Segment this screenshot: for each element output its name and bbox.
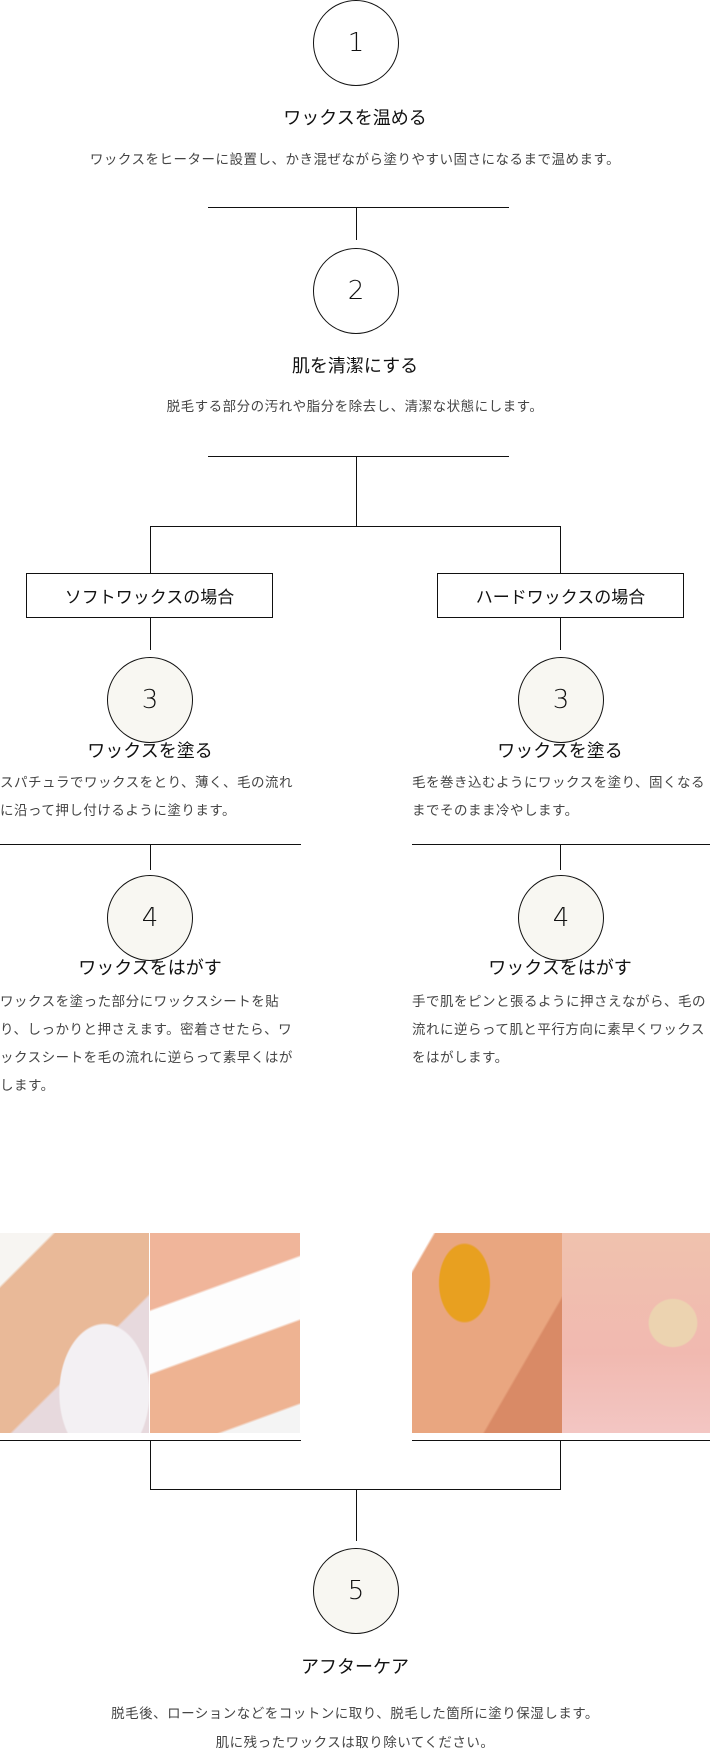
connector [356,1489,357,1541]
soft-step-4-title: ワックスをはがす [78,958,222,979]
hard-wax-photo-lip [562,1233,710,1433]
divider [208,207,509,208]
connector [560,526,561,573]
hard-step-3-circle: 3 [518,657,604,743]
connector [150,844,151,870]
step-number: 2 [347,276,365,306]
soft-step-4-desc: ワックスを塗った部分にワックスシートを貼り、しっかりと押さえます。密着させたら、… [0,994,293,1094]
step-number: 4 [552,903,570,933]
step-1-desc: ワックスをヒーターに設置し、かき混ぜながら塗りやすい固さになるまで温めます。 [89,152,621,168]
branch-line [150,526,561,527]
connector [150,618,151,650]
step-number: 1 [347,28,365,58]
hard-wax-photo-arm [412,1233,562,1433]
step-2-circle: 2 [313,248,399,334]
connector [560,618,561,650]
step-5-circle: 5 [313,1548,399,1634]
connector [150,1440,151,1490]
merge-line [150,1489,561,1490]
step-number: 3 [141,685,159,715]
connector [560,844,561,870]
soft-wax-photo-shoulder [0,1233,149,1433]
hard-step-4-circle: 4 [518,875,604,961]
divider [412,1440,710,1441]
connector [560,1440,561,1490]
step-2-desc: 脱毛する部分の汚れや脂分を除去し、清潔な状態にします。 [166,399,544,415]
step-number: 4 [141,903,159,933]
step-1-circle: 1 [313,0,399,86]
step-2-title: 肌を清潔にする [291,356,419,377]
divider [412,844,710,845]
step-1-title: ワックスを温める [283,108,427,129]
connector [356,456,357,526]
soft-wax-photo-underarm [150,1233,300,1433]
soft-step-3-title: ワックスを塗る [87,741,213,762]
step-5-title: アフターケア [301,1657,409,1678]
soft-step-4-circle: 4 [107,875,193,961]
hard-wax-label: ハードワックスの場合 [437,573,684,618]
soft-wax-label: ソフトワックスの場合 [26,573,273,618]
step-number: 3 [552,685,570,715]
connector [150,526,151,573]
soft-step-3-desc: スパチュラでワックスをとり、薄く、毛の流れに沿って押し付けるように塗ります。 [0,775,294,819]
connector [356,207,357,240]
hard-step-3-desc: 毛を巻き込むようにワックスを塗り、固くなるまでそのまま冷やします。 [412,775,706,819]
step-number: 5 [347,1576,365,1606]
soft-step-3-circle: 3 [107,657,193,743]
divider [208,456,509,457]
hard-step-3-title: ワックスを塗る [497,741,623,762]
step-5-desc-2: 肌に残ったワックスは取り除いてください。 [215,1735,495,1751]
hard-step-4-desc: 手で肌をピンと張るように押さえながら、毛の流れに逆らって肌と平行方向に素早くワッ… [412,994,706,1066]
step-5-desc-1: 脱毛後、ローションなどをコットンに取り、脱毛した箇所に塗り保湿します。 [111,1706,599,1722]
hard-step-4-title: ワックスをはがす [488,958,632,979]
